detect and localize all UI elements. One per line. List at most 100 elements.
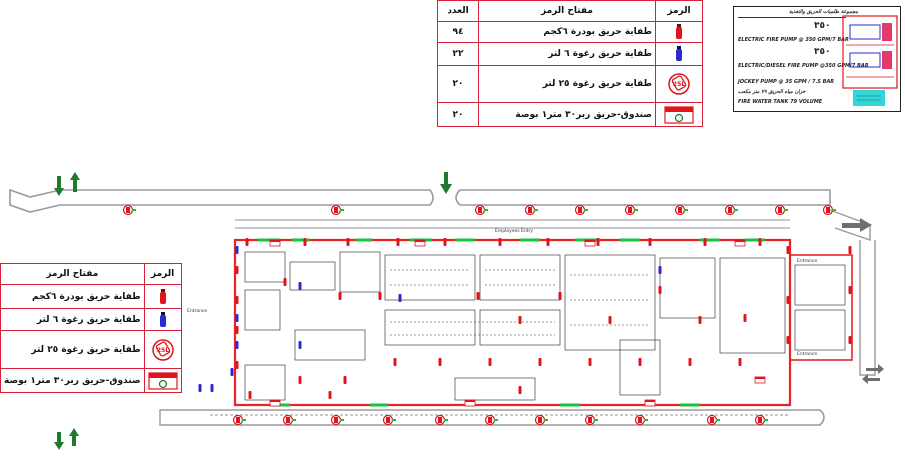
legend-top: الرمز مفتاح الرمز العدد طفاية حريق بودرة… (437, 0, 703, 127)
wheeled-extinguisher-icon (122, 204, 136, 216)
powder-extinguisher-icon (538, 358, 542, 366)
hose-reel-icon (269, 399, 281, 407)
legend-row: طفاية حريق بودرة ٦كجم ٩٤ (437, 21, 703, 43)
wheeled-extinguisher-icon (822, 204, 836, 216)
legend-header-symbol: الرمز (655, 0, 703, 22)
legend-left: الرمز مفتاح الرمز طفاية حريق بودرة ٦كجم … (0, 263, 182, 393)
foam-extinguisher-icon (298, 282, 302, 290)
powder-extinguisher-icon (393, 358, 397, 366)
hose-reel-icon (754, 376, 766, 384)
powder-extinguisher-icon (443, 238, 447, 246)
legend-count: ٢٠ (437, 65, 479, 103)
powder-extinguisher-icon (743, 314, 747, 322)
foam-extinguisher-icon (198, 384, 202, 392)
powder-extinguisher-icon (786, 246, 790, 254)
powder-extinguisher-icon (248, 391, 252, 399)
wheeled-extinguisher-icon (232, 414, 246, 426)
powder-extinguisher-icon (438, 358, 442, 366)
arrow-green-down-left (54, 172, 80, 196)
legend-row: صندوق-حريق ربر٣٠ متر١ بوصة (0, 368, 182, 393)
legend-label: طفاية حريق رغوة ٢٥ لتر (0, 330, 145, 369)
legend-label: طفاية حريق رغوة ٢٥ لتر (478, 65, 656, 103)
hose-reels (269, 239, 766, 407)
foam-extinguisher-icon (235, 246, 239, 254)
legend-label: طفاية حريق رغوة ٦ لتر (478, 42, 656, 66)
powder-extinguisher-icon (328, 391, 332, 399)
powder-extinguisher-icon (245, 238, 249, 246)
hose-reel-icon (584, 239, 596, 247)
wheeled-extinguisher-icon (634, 414, 648, 426)
powder-extinguisher-icon (298, 376, 302, 384)
wheeled-extinguisher-icon (574, 204, 588, 216)
diesel-pump-label: ELECTRIC/DIESEL FIRE PUMP @350 GPM/7 BAR (738, 63, 869, 69)
diesel-pump-value: ٣٥٠ (814, 47, 831, 57)
legend-row: طفاية حريق بودرة ٦كجم (0, 284, 182, 309)
hose-reel-icon (734, 239, 746, 247)
east-wing (789, 254, 853, 361)
electric-pump-value: ٣٥٠ (814, 21, 831, 31)
pump-room-drawing (842, 15, 898, 89)
entrance-left-label: Entrance (187, 308, 207, 314)
powder-extinguisher-icon (396, 238, 400, 246)
foam-extinguisher-icon (398, 294, 402, 302)
wheeled-extinguisher-icon (534, 414, 548, 426)
wheeled-extinguisher-icon (706, 414, 720, 426)
legend-row: 25L طفاية حريق رغوة ٢٥ لتر ٢٠ (437, 65, 703, 103)
wheeled-extinguisher-icon (434, 414, 448, 426)
legend-row: 25L طفاية حريق رغوة ٢٥ لتر (0, 330, 182, 369)
legend-count: ٩٤ (437, 21, 479, 43)
wheeled-extinguisher-icon (330, 414, 344, 426)
powder-extinguisher-icon (488, 358, 492, 366)
powder-extinguisher-icon (338, 292, 342, 300)
fire-tank-arabic: خزان مياه الحريق ٧٩ متر مكعب (738, 89, 806, 95)
powder-extinguisher-icon (848, 336, 852, 344)
legend-count: ٢٠ (437, 102, 479, 127)
powder-extinguisher-icon (848, 246, 852, 254)
powder-extinguisher-icon (786, 296, 790, 304)
foam-extinguisher-icon (230, 368, 234, 376)
powder-extinguishers (235, 238, 852, 399)
powder-extinguisher-icon (703, 238, 707, 246)
entrance-right-label-1: Entrance (797, 258, 817, 264)
powder-extinguisher-icon (235, 266, 239, 274)
powder-extinguisher-icon (648, 238, 652, 246)
hose-reel-icon (655, 102, 703, 127)
hose-reel-icon (644, 399, 656, 407)
powder-extinguisher-icon (498, 238, 502, 246)
hose-reel-icon (143, 368, 182, 393)
building-outline (233, 238, 792, 407)
powder-extinguisher-icon (346, 238, 350, 246)
pump-room-panel: مجموعة طلمبات الحريق والتغذية ٣٥٠ ELECTR… (733, 6, 901, 112)
top-road-east (455, 189, 831, 206)
arrow-green-bottom (54, 428, 79, 450)
wheeled-extinguisher-icon (282, 414, 296, 426)
foam-extinguisher-icon (298, 341, 302, 349)
legend-header-key: مفتاح الرمز (478, 0, 656, 22)
powder-extinguisher-icon (546, 238, 550, 246)
arrow-green-down-center (440, 172, 452, 194)
wheeled-extinguisher-icon (524, 204, 538, 216)
powder-extinguisher-icon (698, 316, 702, 324)
foam-extinguisher-icon (210, 384, 214, 392)
powder-extinguisher-icon (688, 358, 692, 366)
legend-row: صندوق-حريق ربر٣٠ متر١ بوصة ٢٠ (437, 102, 703, 127)
foam-extinguisher-icon (655, 42, 703, 66)
powder-extinguisher-icon (378, 292, 382, 300)
wheeled-extinguisher-icon (624, 204, 638, 216)
wheeled-extinguisher-icon (774, 204, 788, 216)
powder-extinguisher-icon (476, 292, 480, 300)
electric-pump-label: ELECTRIC FIRE PUMP @ 350 GPM/7 BAR (738, 37, 849, 43)
legend-label: طفاية حريق بودرة ٦كجم (478, 21, 656, 43)
powder-extinguisher-icon (283, 278, 287, 286)
powder-extinguisher-icon (235, 326, 239, 334)
hose-reel-icon (414, 239, 426, 247)
arrow-grey-bidirectional (862, 364, 884, 384)
hose-reel-icon (464, 399, 476, 407)
road-extinguishers (122, 204, 836, 426)
wheeled-extinguisher-icon (754, 414, 768, 426)
svg-text:25L: 25L (157, 347, 169, 354)
fire-tank-label: FIRE WATER TANK 79 VOLUME (738, 99, 823, 105)
powder-extinguisher-icon (518, 386, 522, 394)
fire-tank-drawing (853, 90, 885, 106)
pump-room-title: مجموعة طلمبات الحريق والتغذية (789, 9, 858, 15)
